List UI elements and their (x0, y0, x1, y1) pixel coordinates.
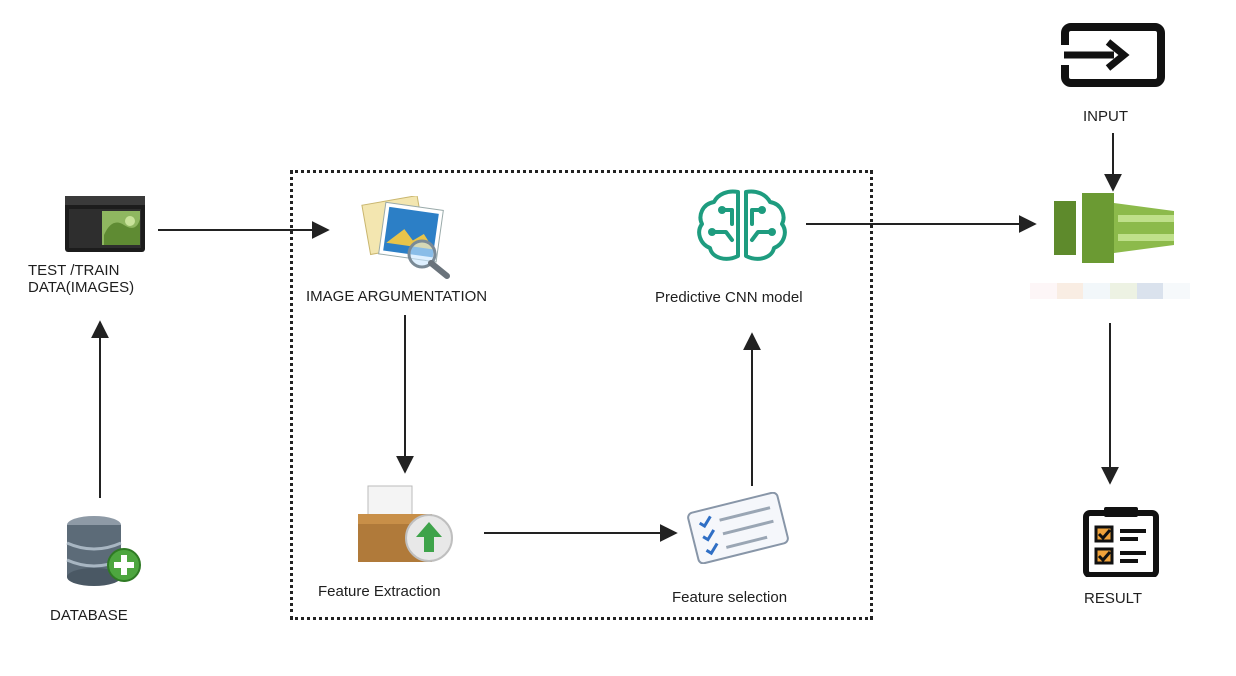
input-label: INPUT (1083, 108, 1128, 125)
test-train-label: TEST /TRAIN DATA(IMAGES) (28, 262, 135, 296)
image-gallery-icon (361, 196, 450, 279)
cnn-model-label: Predictive CNN model (655, 289, 803, 306)
brain-circuit-icon (697, 189, 787, 261)
feature-selection-label: Feature selection (672, 589, 788, 606)
image-thumbnail-icon (65, 196, 145, 252)
box-upload-icon (358, 485, 453, 562)
image-augmentation-label: IMAGE ARGUMENTATION (306, 288, 488, 305)
faint-color-strip (1030, 283, 1191, 299)
database-label: DATABASE (50, 607, 128, 624)
feature-extraction-label: Feature Extraction (318, 583, 441, 600)
input-arrow-icon (1060, 23, 1165, 87)
checklist-icon (687, 492, 789, 564)
clipboard-result-icon (1083, 507, 1159, 577)
result-label: RESULT (1084, 590, 1143, 607)
aws-service-icon (1054, 193, 1174, 263)
database-add-icon (66, 516, 141, 586)
processing-stage-box (290, 170, 873, 620)
